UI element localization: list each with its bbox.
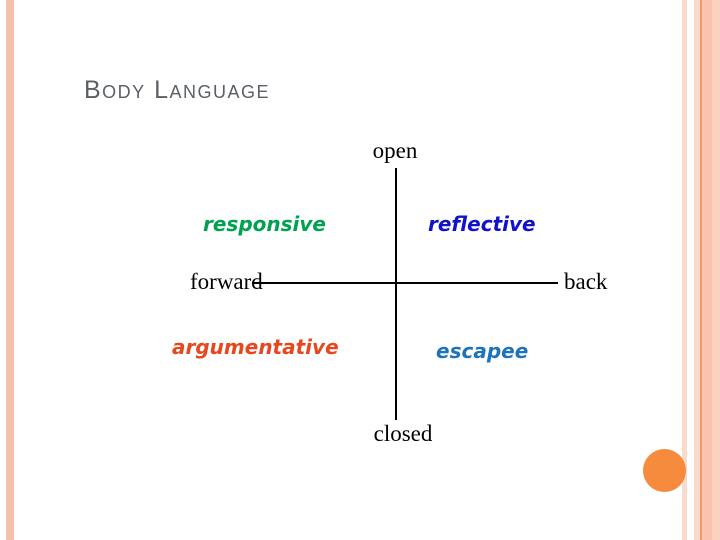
left-edge-stripe (6, 0, 14, 540)
quadrant-label-responsive: responsive (203, 212, 326, 236)
axis-label-open: open (372, 138, 418, 163)
vertical-axis-line (395, 168, 397, 420)
axis-label-forward: forward (190, 269, 263, 294)
horizontal-axis-line (252, 282, 558, 284)
right-edge-stripe (712, 0, 720, 540)
right-edge-stripe (694, 0, 700, 540)
orange-circle-decoration (643, 449, 686, 492)
quadrant-label-escapee: escapee (436, 339, 529, 363)
axis-label-back: back (564, 269, 608, 294)
right-edge-stripe (682, 0, 687, 540)
right-edge-stripe (702, 0, 712, 540)
axis-label-closed: closed (373, 421, 433, 446)
slide-title: Body Language (84, 76, 271, 104)
quadrant-label-argumentative: argumentative (172, 335, 339, 359)
quadrant-label-reflective: reflective (428, 212, 536, 236)
right-edge-stripe (700, 0, 702, 540)
